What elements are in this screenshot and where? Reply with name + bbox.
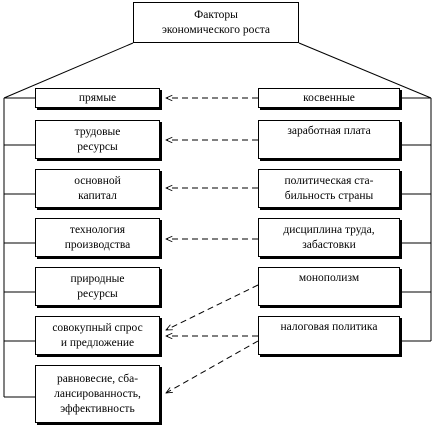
direct-item-technology: технология производства <box>35 218 160 257</box>
direct-item-natural: природные ресурсы <box>35 267 160 306</box>
direct-item-label: совокупный спрос и предложение <box>52 321 143 349</box>
direct-item-label: технология производства <box>64 223 131 251</box>
root-to-right-bracket <box>298 42 432 99</box>
indirect-item-label: политическая ста- бильность страны <box>284 174 374 202</box>
direct-header: прямые <box>35 88 160 108</box>
direct-item-capital: основной капитал <box>35 169 160 208</box>
arrow-4 <box>166 284 259 330</box>
direct-item-labor: трудовые ресурсы <box>35 120 160 159</box>
indirect-item-label: дисциплина труда, забастовки <box>283 223 375 251</box>
root-node: Факторы экономического роста <box>133 2 299 43</box>
direct-item-label: основной капитал <box>74 174 121 202</box>
direct-item-demand-supply: совокупный спрос и предложение <box>35 316 160 355</box>
direct-item-label: природные ресурсы <box>70 272 125 300</box>
root-label: Факторы экономического роста <box>161 8 271 36</box>
indirect-item-wages: заработная плата <box>258 120 400 159</box>
direct-item-label: трудовые ресурсы <box>74 125 121 153</box>
indirect-item-tax-policy: налоговая политика <box>258 316 400 355</box>
indirect-item-monopolism: монополизм <box>258 267 400 306</box>
indirect-header: косвенные <box>258 88 400 108</box>
indirect-item-label: налоговая политика <box>280 321 378 333</box>
indirect-item-labor-discipline: дисциплина труда, забастовки <box>258 218 400 257</box>
indirect-header-label: косвенные <box>303 91 355 104</box>
arrow-6 <box>166 340 259 393</box>
direct-item-label: равновесие, сба- лансированность, эффект… <box>54 372 141 415</box>
indirect-item-political-stability: политическая ста- бильность страны <box>258 169 400 208</box>
direct-item-equilibrium: равновесие, сба- лансированность, эффект… <box>35 365 160 423</box>
indirect-item-label: заработная плата <box>287 125 371 137</box>
root-to-left-bracket <box>3 42 134 99</box>
indirect-item-label: монополизм <box>298 272 360 284</box>
direct-header-label: прямые <box>78 91 117 104</box>
